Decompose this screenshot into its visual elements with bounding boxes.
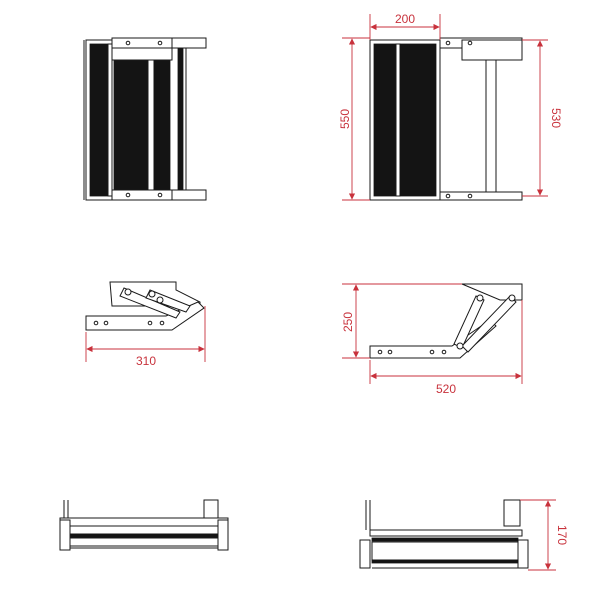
dimension-label-200: 200: [395, 12, 415, 26]
dimension-label-170: 170: [555, 525, 569, 545]
dimension-label-310: 310: [136, 354, 156, 368]
side-view-extended: [342, 283, 523, 384]
plan-view-extended: [342, 14, 548, 201]
plan-view-retracted: [83, 37, 207, 201]
side-view-retracted: [85, 281, 206, 362]
dimension-label-550: 550: [338, 109, 352, 129]
dimension-label-250: 250: [341, 312, 355, 332]
front-view-extended: [359, 499, 556, 571]
dimension-label-530: 530: [549, 108, 563, 128]
front-view-retracted: [59, 499, 229, 551]
dimension-label-520: 520: [436, 382, 456, 396]
